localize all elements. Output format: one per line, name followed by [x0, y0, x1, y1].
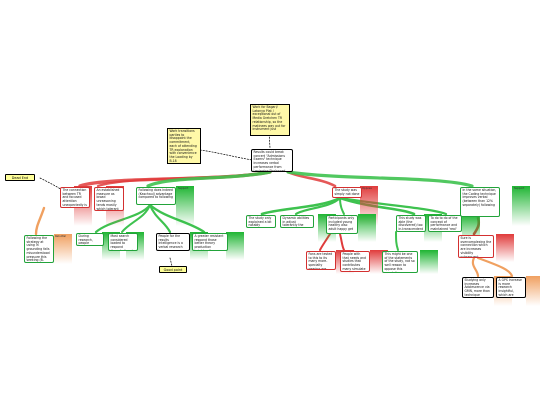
link-n13-n18 — [339, 233, 345, 251]
node-n21[interactable]: A GPS increase is more research insightf… — [496, 277, 526, 298]
support-bar — [420, 250, 438, 274]
node-n11[interactable]: The study only explained a bit notably — [246, 215, 276, 228]
node-n15[interactable]: To do to do of the concept of performanc… — [428, 215, 462, 232]
tag-rebuttal: Rebuttal — [55, 235, 66, 238]
node-n10-text: A greater resistant respond those better… — [194, 234, 224, 251]
node-n10[interactable]: A greater resistant respond those better… — [192, 233, 228, 251]
node-n4-text: The study was simply not done — [334, 188, 360, 196]
link-n4-n13 — [339, 197, 345, 215]
link-n14-n19 — [395, 231, 399, 251]
link-n3-n9 — [148, 203, 172, 234]
node-n14[interactable]: This study was able (the discovered) too… — [396, 215, 426, 232]
node-n16[interactable]: Sure is overcomplexing the connection wh… — [458, 235, 494, 258]
node-n7[interactable]: During research, people recorded to cont… — [76, 233, 104, 246]
link-n16-n20 — [471, 256, 480, 278]
link-deadend — [39, 177, 63, 191]
root-claim[interactable]: Results could break concert "Admissions … — [251, 149, 293, 172]
dead-end-label: Dead End — [11, 176, 29, 180]
link-note-left — [199, 149, 253, 161]
note-top[interactable]: Work for Bagari/ Latonya Plat / exceptio… — [250, 104, 290, 136]
node-n8[interactable]: Most search considered loaded to respond… — [108, 233, 138, 251]
note-left-text: Work transitions parties to disappoint t… — [169, 129, 197, 163]
link-root-n5 — [286, 170, 474, 188]
rebuttal-bar — [54, 234, 72, 264]
node-n5-text: In the same situation, the Coding techni… — [462, 188, 497, 207]
node-n4[interactable]: The study was simply not done — [332, 187, 362, 198]
node-n18[interactable]: People with that needs and studies that … — [340, 251, 370, 272]
node-n1[interactable]: The connection between TR and focused at… — [60, 187, 90, 208]
support-bar — [176, 186, 194, 226]
oppose-bar — [496, 234, 514, 262]
note-top-text: Work for Bagari/ Latonya Plat / exceptio… — [252, 105, 286, 132]
node-n9[interactable]: People for the results Intelligence is a… — [156, 233, 190, 251]
tag-support: Support — [514, 187, 525, 190]
link-n4-n11 — [260, 196, 342, 216]
node-n19[interactable]: This might be one of the statements of t… — [382, 251, 418, 273]
support-bar — [512, 186, 530, 226]
node-n5[interactable]: In the same situation, the Coding techni… — [460, 187, 500, 217]
support-bar — [358, 214, 376, 242]
tag-oppose: Oppose — [362, 187, 372, 190]
note-left[interactable]: Work transitions parties to disappoint t… — [167, 128, 201, 164]
node-n19-text: This might be one of the statements of t… — [384, 252, 415, 273]
dead-end-pill[interactable]: Dead End — [5, 174, 35, 181]
node-n6[interactable]: Following the strategy at using in groun… — [24, 235, 54, 263]
node-n8-text: Most search considered loaded to respond… — [110, 234, 133, 251]
tag-support: Support — [178, 187, 189, 190]
node-n15-text: To do to do of the concept of performanc… — [430, 216, 458, 232]
link-goodpoint — [169, 257, 173, 267]
link-n4-n12 — [294, 196, 342, 216]
link-n4-n15 — [338, 196, 448, 216]
node-n12[interactable]: Dynamic abilities in adjust tolerantly t… — [280, 215, 314, 228]
link-n16-n21 — [476, 256, 514, 278]
good-point-pill[interactable]: Good point — [159, 266, 187, 273]
node-n18-text: People with that needs and studies that … — [342, 252, 366, 271]
node-n20[interactable]: Studying only increases Adolescence via … — [462, 277, 494, 298]
node-n9-text: People for the results Intelligence is a… — [158, 234, 183, 251]
node-n13-text: Participants only included young healthy… — [328, 216, 355, 232]
node-n7-text: During research, people recorded to cont… — [78, 234, 93, 246]
node-n17[interactable]: Fans are tested to this to its many more… — [306, 251, 336, 270]
node-n13[interactable]: Participants only included young healthy… — [326, 215, 358, 234]
good-point-label: Good point — [163, 268, 183, 272]
node-n6-text: Following the strategy at using in groun… — [26, 236, 50, 263]
link-n1-n6 — [34, 206, 46, 236]
node-n16-text: Sure is overcomplexing the connection wh… — [460, 236, 492, 258]
rebuttal-bar — [526, 276, 540, 306]
support-bar — [226, 232, 244, 260]
node-n2[interactable]: An established measure as broad unreason… — [94, 187, 124, 211]
link-n3-n7 — [94, 203, 152, 234]
node-n21-text: A GPS increase is more research insightf… — [498, 278, 522, 297]
node-n3-text: Following does indeed (Kaschaul) advanta… — [138, 188, 174, 200]
link-n4-n14 — [338, 196, 416, 216]
link-n3-n8 — [121, 204, 151, 233]
root-claim-text: Results could break concert "Admissions … — [253, 150, 286, 172]
node-n12-text: Dynamic abilities in adjust tolerantly t… — [282, 216, 310, 228]
node-n11-text: The study only explained a bit notably — [248, 216, 272, 228]
node-n2-text: An established measure as broad unreason… — [96, 188, 120, 211]
node-n14-text: This study was able (the discovered) too… — [398, 216, 424, 232]
node-n1-text: The connection between TR and focused at… — [62, 188, 87, 207]
link-root-n3 — [146, 170, 272, 188]
node-n20-text: Studying only increases Adolescence via … — [464, 278, 490, 297]
node-n17-text: Fans are tested to this to its many more… — [308, 252, 333, 270]
node-n3[interactable]: Following does indeed (Kaschaul) advanta… — [136, 187, 176, 205]
